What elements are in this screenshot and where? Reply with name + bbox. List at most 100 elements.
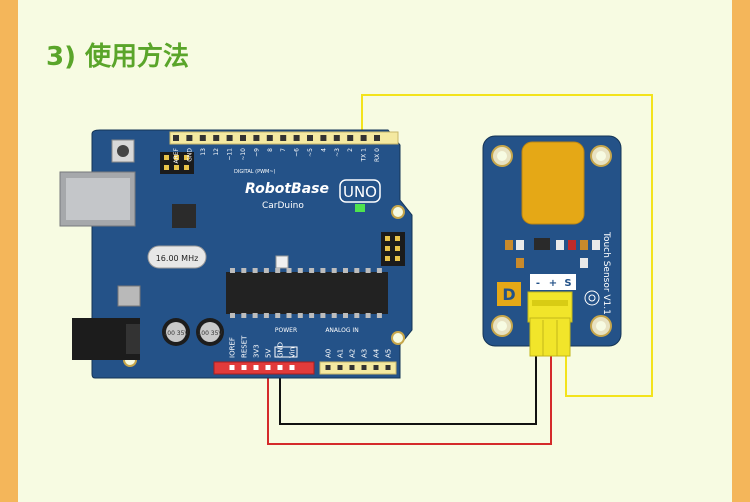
digital-pin-label: 2 bbox=[347, 148, 354, 152]
usb-connector-face bbox=[66, 178, 130, 220]
header-pin bbox=[320, 135, 327, 141]
analog-pin-label: A2 bbox=[349, 349, 357, 358]
chip-pin bbox=[297, 313, 303, 318]
header-pin bbox=[266, 135, 273, 141]
capacitor-top bbox=[200, 322, 220, 342]
brand-name: RobotBase bbox=[245, 181, 329, 197]
header-pin bbox=[213, 135, 220, 141]
chip-pin bbox=[252, 268, 258, 273]
smd-part bbox=[516, 240, 524, 250]
analog-pin bbox=[361, 365, 367, 370]
smd-components bbox=[505, 240, 600, 268]
power-pin bbox=[241, 365, 247, 370]
chip-pin bbox=[263, 313, 269, 318]
dc-jack-rim bbox=[126, 324, 140, 354]
chip-pin bbox=[241, 313, 247, 318]
dfrobot-logo bbox=[497, 282, 521, 306]
digital-pin-label: ~3 bbox=[334, 148, 341, 157]
bottom-header-pins bbox=[229, 365, 391, 370]
power-pin-label: GND bbox=[277, 342, 285, 358]
icsp-pin bbox=[184, 165, 189, 170]
smd-part bbox=[592, 240, 600, 250]
icsp-pin bbox=[174, 165, 179, 170]
icsp-pin bbox=[385, 236, 390, 241]
header-pin bbox=[226, 135, 233, 141]
chip-pin bbox=[354, 268, 360, 273]
power-pin bbox=[289, 365, 295, 370]
power-pin bbox=[253, 365, 259, 370]
smd-part bbox=[505, 240, 513, 250]
analog-pin-label: A1 bbox=[337, 349, 345, 358]
board-subtitle: CarDuino bbox=[262, 201, 304, 211]
digital-header-pins bbox=[173, 135, 380, 141]
power-pin-label: 3V3 bbox=[253, 344, 261, 358]
sensor-mount-hole-inner bbox=[596, 321, 606, 331]
header-pin bbox=[280, 135, 287, 141]
mounting-hole bbox=[391, 205, 405, 219]
pin-label-plus: + bbox=[549, 278, 557, 289]
arduino-board: 16.00 MHz 100 35V 100 35V RobotBase UNO … bbox=[59, 129, 413, 379]
voltage-regulator bbox=[117, 285, 141, 307]
chip-pin bbox=[331, 268, 337, 273]
digital-pin-label: 13 bbox=[200, 148, 207, 156]
sensor-connector-ridge bbox=[532, 300, 568, 306]
capacitor-label: 100 35V bbox=[197, 330, 223, 337]
right-border bbox=[732, 0, 750, 502]
chip-pin bbox=[320, 268, 326, 273]
icsp-pins bbox=[385, 236, 400, 261]
chip-pin bbox=[275, 313, 281, 318]
power-pin bbox=[265, 365, 271, 370]
chip-pin bbox=[252, 313, 258, 318]
header-pin bbox=[293, 135, 300, 141]
digital-pin-label: ~5 bbox=[307, 148, 314, 157]
power-pin-label: IOREF bbox=[229, 337, 237, 358]
section-heading: 3) 使用方法 bbox=[46, 42, 190, 72]
capacitor-top bbox=[166, 322, 186, 342]
icsp-pin bbox=[385, 256, 390, 261]
sensor-mount-hole-inner bbox=[497, 151, 507, 161]
crystal-oscillator bbox=[147, 245, 207, 269]
smd-part bbox=[568, 240, 576, 250]
chip-pins bbox=[230, 268, 382, 318]
power-label: POWER bbox=[275, 327, 297, 334]
signal-wire bbox=[361, 94, 653, 397]
chip-pin bbox=[343, 268, 348, 273]
icsp-pin bbox=[174, 155, 179, 160]
atmega-chip bbox=[226, 272, 388, 314]
touch-sensor-module: - + S D Touch Sensor V1.1 bbox=[482, 135, 622, 357]
chip-pin bbox=[275, 268, 281, 273]
icsp-pin bbox=[395, 236, 400, 241]
header-pin bbox=[333, 135, 340, 141]
icsp-pins bbox=[164, 155, 189, 170]
sensor-name: Touch Sensor V1.1 bbox=[601, 231, 611, 315]
dfrobot-logo-letter: D bbox=[502, 285, 515, 304]
chip-pin bbox=[263, 268, 269, 273]
chip-pin bbox=[343, 313, 348, 318]
digital-pin-label: ~10 bbox=[240, 148, 247, 161]
gnd-label-box bbox=[274, 346, 298, 358]
analog-pin-label: A5 bbox=[385, 349, 393, 358]
analog-header bbox=[319, 361, 397, 375]
pin-label-minus: - bbox=[536, 278, 540, 289]
sensor-cable-plug bbox=[529, 317, 571, 357]
usb-chip bbox=[172, 204, 196, 228]
power-pin bbox=[277, 365, 283, 370]
analog-pin bbox=[349, 365, 355, 370]
analog-pin bbox=[373, 365, 379, 370]
mounting-hole bbox=[391, 331, 405, 345]
digital-pin-label: AREF bbox=[173, 147, 180, 163]
digital-pin-label: 8 bbox=[267, 148, 274, 152]
header-pin bbox=[360, 135, 367, 141]
digital-pin-label: 4 bbox=[320, 148, 327, 152]
icsp-header-right bbox=[381, 232, 405, 266]
icsp-pin bbox=[395, 256, 400, 261]
digital-pin-label: ~9 bbox=[253, 148, 260, 157]
touch-pad bbox=[521, 141, 585, 225]
power-wire bbox=[267, 355, 552, 445]
analog-pin bbox=[385, 365, 391, 370]
chip-pin bbox=[309, 268, 315, 273]
touch-icon bbox=[584, 290, 600, 306]
